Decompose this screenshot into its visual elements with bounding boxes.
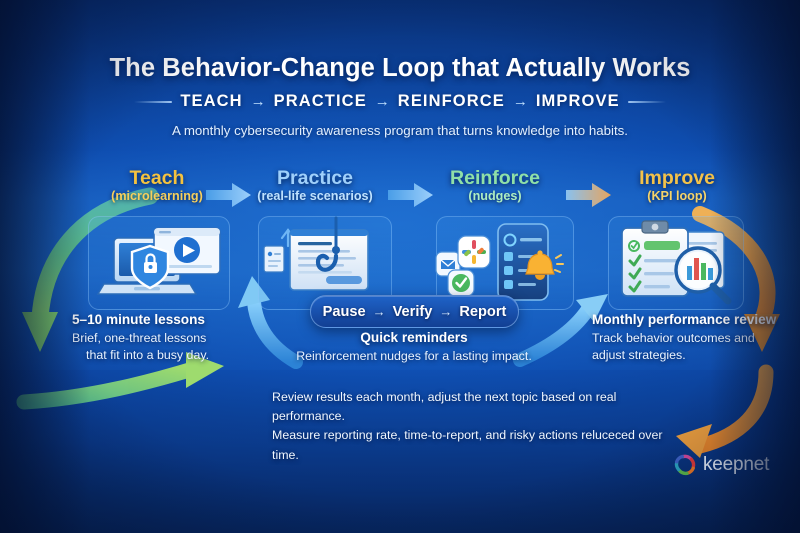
page-title: The Behavior-Change Loop that Actually W… [109, 54, 691, 82]
stage-name-reinforce: Reinforce [450, 167, 540, 189]
clipboard-magnifier-chart-icon [621, 220, 732, 305]
callout-teach-line-1: Brief, one-threat lessons [72, 331, 207, 345]
poster-header: The Behavior-Change Loop that Actually W… [0, 54, 800, 138]
pill-arrow-2-icon: → [439, 304, 453, 319]
summary-line-2: Measure reporting rate, time-to-report, … [272, 428, 663, 462]
step-word-reinforce: REINFORCE [397, 92, 505, 110]
stage-header-improve: Improve (KPI loop) [602, 167, 752, 204]
callout-reinforce-line-1: Reinforcement nudges for a lasting impac… [296, 349, 532, 363]
keepnet-aperture-logo-icon [674, 454, 696, 476]
laptop-shield-video-icon [96, 227, 221, 295]
callout-reinforce: Quick reminders Reinforcement nudges for… [288, 330, 540, 365]
stage-header-reinforce: Reinforce (nudges) [420, 167, 570, 204]
pause-verify-report-pill[interactable]: Pause → Verify → Report [310, 295, 519, 328]
step-arrow-3-icon: → [512, 93, 528, 110]
stage-name-practice: Practice [277, 167, 353, 189]
step-word-practice: PRACTICE [273, 92, 367, 110]
step-word-teach: TEACH [180, 92, 243, 110]
page-subtitle: A monthly cybersecurity awareness progra… [171, 123, 628, 138]
stage-arrow-practice-to-reinforce-icon [388, 183, 433, 207]
stage-arrow-reinforce-to-improve-icon [566, 183, 611, 207]
step-arrow-1-icon: → [250, 93, 266, 110]
steps-strip: TEACH → PRACTICE → REINFORCE → IMPROVE [0, 92, 800, 111]
callout-teach-line-2: that fit into a busy day. [86, 347, 210, 362]
stage-sub-reinforce: (nudges) [468, 189, 522, 204]
callout-improve-line-1: Track behavior outcomes and [592, 331, 755, 345]
callout-improve: Monthly performance review Track behavio… [592, 312, 797, 363]
pill-item-pause: Pause [322, 303, 366, 320]
keepnet-wordmark: keepnet [703, 454, 770, 475]
callout-improve-heading: Monthly performance review [592, 312, 777, 327]
callout-improve-line-2: adjust strategies. [592, 347, 686, 362]
callout-reinforce-heading: Quick reminders [360, 330, 468, 345]
step-word-improve: IMPROVE [535, 92, 620, 110]
step-arrow-2-icon: → [374, 93, 390, 110]
stage-arrow-teach-to-practice-icon [206, 183, 251, 207]
callout-teach: 5–10 minute lessons Brief, one-threat le… [72, 312, 277, 363]
steps-rule-left [134, 100, 173, 103]
steps-rule-right [627, 100, 666, 103]
keepnet-logo[interactable]: keepnet [672, 452, 769, 478]
stage-name-improve: Improve [639, 167, 715, 189]
callout-teach-heading: 5–10 minute lessons [72, 312, 205, 327]
pill-item-report: Report [459, 303, 507, 320]
stage-header-practice: Practice (real-life scenarios) [240, 167, 390, 204]
stage-sub-improve: (KPI loop) [647, 189, 707, 204]
stage-sub-practice: (real-life scenarios) [257, 189, 373, 204]
pill-arrow-1-icon: → [372, 304, 386, 319]
summary-line-1: Review results each month, adjust the ne… [272, 390, 617, 424]
summary-block: Review results each month, adjust the ne… [272, 388, 692, 465]
pill-item-verify: Verify [392, 303, 433, 320]
